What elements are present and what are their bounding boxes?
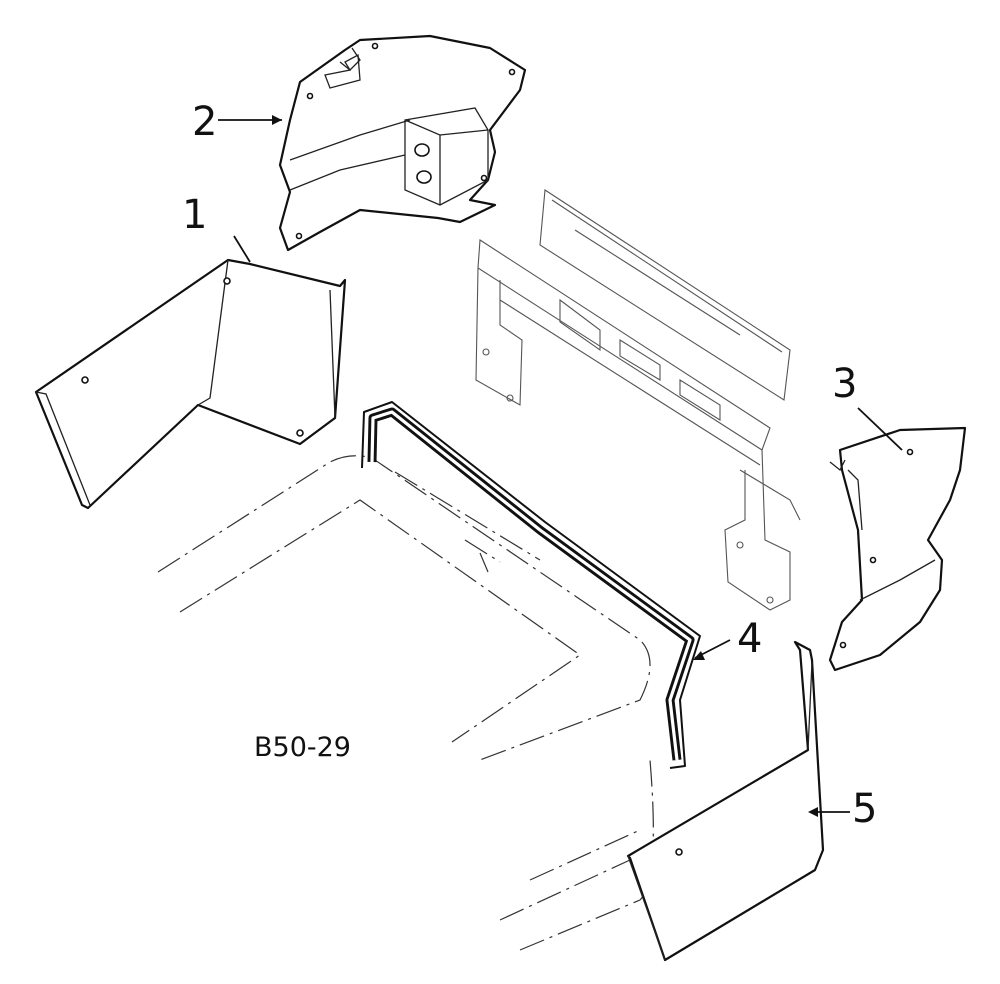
- callout-3: 3: [832, 361, 857, 407]
- callout-5: 5: [852, 786, 877, 832]
- part-3-right-deflector: [828, 426, 967, 672]
- leader-lines: [218, 115, 903, 817]
- part-2-upper-shroud: [278, 34, 527, 252]
- figure-code: B50-29: [254, 732, 351, 763]
- part-4-seal-strip: [361, 401, 701, 769]
- callout-2: 2: [192, 99, 217, 145]
- callout-1: 1: [182, 192, 207, 238]
- radiator-support-frame: [475, 189, 801, 611]
- part-5-front-panel: [626, 640, 825, 962]
- hood-outline: [157, 455, 654, 951]
- callout-4: 4: [737, 616, 762, 662]
- part-1-left-side-panel: [34, 258, 347, 510]
